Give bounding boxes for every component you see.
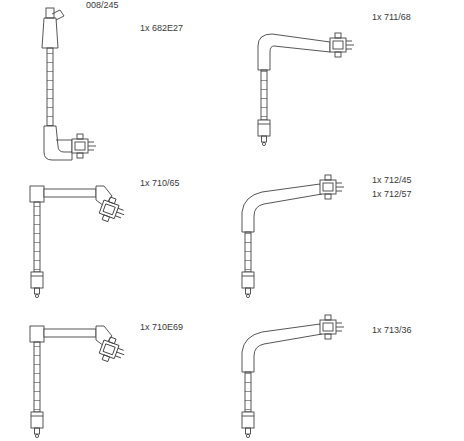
cable-712-45	[242, 175, 344, 298]
part-number: 1x 682E27	[140, 24, 183, 33]
cable-682E27	[42, 8, 96, 160]
part-number: 1x 712/45	[372, 176, 412, 185]
part-number: 1x 710/65	[140, 179, 180, 188]
cable-710E69	[30, 326, 128, 438]
part-number: 1x 710E69	[140, 323, 183, 332]
cable-710-65	[30, 186, 128, 298]
cable-711-68	[258, 33, 354, 146]
cable-713-36	[242, 315, 344, 438]
part-number: 1x 712/57	[372, 190, 412, 199]
set-number: 008/245	[86, 1, 119, 10]
part-number: 1x 713/36	[372, 326, 412, 335]
part-number: 1x 711/68	[372, 13, 411, 22]
